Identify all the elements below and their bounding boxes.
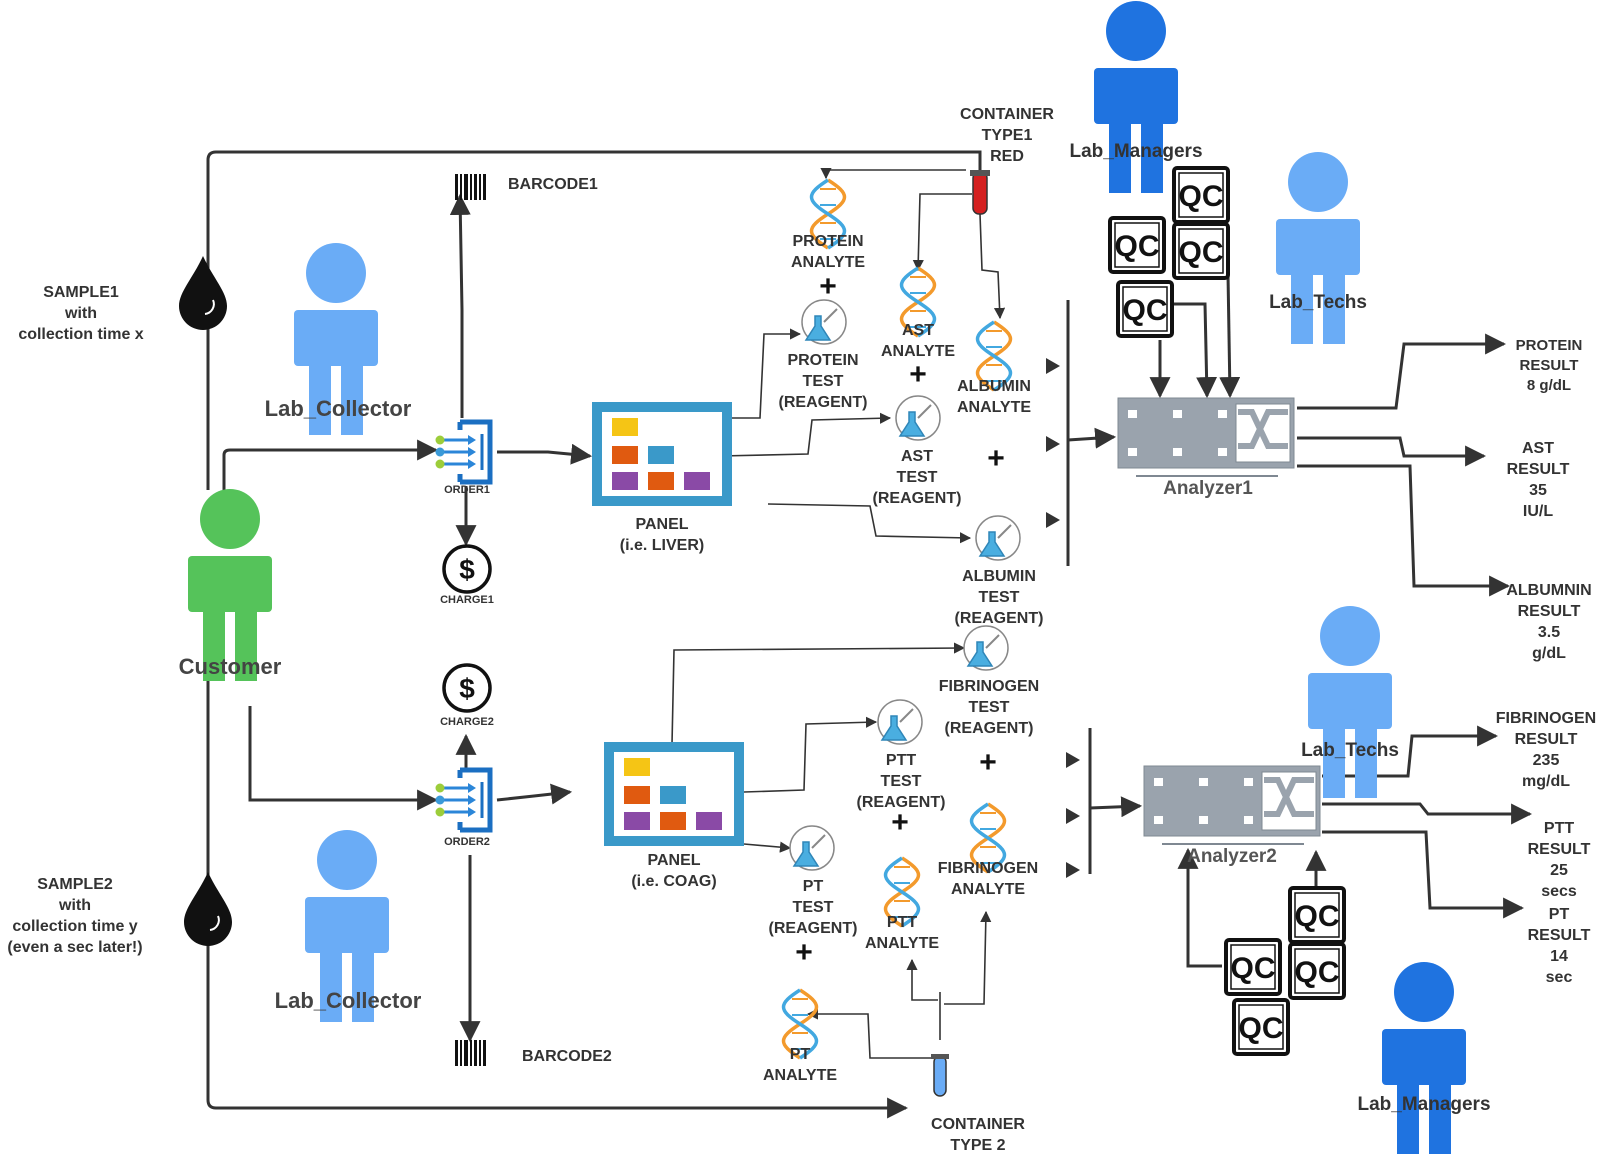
ptt-result-label: PTT RESULT 25 secs (1527, 820, 1591, 900)
albumin-test-label: ALBUMIN TEST (REAGENT) (954, 568, 1044, 627)
lab-techs-bottom-label: Lab_Techs (1301, 740, 1399, 761)
barcode1-label: BARCODE1 (508, 176, 598, 193)
blood-drop-icon-sample2 (183, 871, 233, 947)
plus-sign: + (795, 936, 813, 969)
qc-label: QC (1295, 900, 1340, 933)
pt-analyte-label: PT ANALYTE (762, 1046, 838, 1084)
analyzer1-label: Analyzer1 (1163, 478, 1253, 499)
plus-sign: + (909, 358, 927, 391)
container-type2-label: CONTAINER TYPE 2 (931, 1116, 1025, 1154)
pt-result-label: PT RESULT 14 sec (1527, 906, 1591, 986)
order2-icon (436, 770, 491, 830)
ast-result-label: AST RESULT 35 IU/L (1506, 440, 1570, 520)
plus-sign: + (987, 442, 1005, 475)
connector-lines (206, 150, 1533, 1119)
sample1-label: SAMPLE1 with collection time x (18, 284, 144, 343)
blood-drop-icon-sample1 (178, 255, 228, 331)
qc-label: QC (1179, 236, 1224, 269)
fibrinogen-test-label: FIBRINOGEN TEST (REAGENT) (938, 678, 1040, 737)
lab-managers-bottom-icon (1382, 962, 1466, 1154)
pt-test-label: PT TEST (REAGENT) (768, 878, 858, 937)
qc-label: QC (1123, 294, 1168, 327)
charge2-label: CHARGE2 (440, 716, 494, 728)
albumin-analyte-label: ALBUMIN ANALYTE (956, 378, 1032, 416)
barcode2-icon (455, 1040, 486, 1066)
order2-label: ORDER2 (444, 836, 490, 848)
protein-result-label: PROTEIN RESULT 8 g/dL (1515, 337, 1583, 394)
lab-managers-top-label: Lab_Managers (1069, 141, 1203, 162)
ast-test-label: AST TEST (REAGENT) (872, 448, 962, 507)
plus-sign: + (819, 270, 837, 303)
lab-managers-top-icon (1094, 1, 1178, 193)
protein-test-label: PROTEIN TEST (REAGENT) (778, 352, 868, 411)
lab-collector-top-label: Lab_Collector (264, 396, 412, 421)
order1-label: ORDER1 (444, 484, 490, 496)
fibrinogen-test-reagent-icon (963, 625, 1009, 671)
lab-techs-bottom-icon (1308, 606, 1392, 798)
albumin-result-label: ALBUMNIN RESULT 3.5 g/dL (1506, 582, 1592, 662)
protein-analyte-label: PROTEIN ANALYTE (790, 233, 866, 271)
panel-coag-icon (604, 742, 744, 846)
container-type1-label: CONTAINER TYPE1 RED (960, 106, 1054, 165)
charge1-icon (442, 544, 492, 594)
analyzer2-device (1144, 766, 1320, 844)
plus-sign: + (891, 806, 909, 839)
container-red-icon (970, 170, 990, 215)
barcode2-label: BARCODE2 (522, 1048, 612, 1065)
panel-coag-label: PANEL (i.e. COAG) (631, 852, 717, 890)
ptt-analyte-label: PTT ANALYTE (864, 914, 940, 952)
container-blue-icon (931, 1054, 949, 1097)
customer-label: Customer (178, 654, 282, 679)
lab-collector-bottom-label: Lab_Collector (274, 988, 422, 1013)
protein-test-reagent-icon (801, 299, 847, 345)
qc-label: QC (1295, 956, 1340, 989)
lab-managers-bottom-label: Lab_Managers (1357, 1094, 1491, 1115)
plus-sign: + (979, 746, 997, 779)
fibrinogen-result-label: FIBRINOGEN RESULT 235 mg/dL (1495, 710, 1597, 790)
order1-icon (436, 422, 491, 482)
analyzer1-device (1118, 398, 1294, 476)
qc-label: QC (1231, 952, 1276, 985)
ast-analyte-label: AST ANALYTE (880, 322, 956, 360)
qc-label: QC (1239, 1012, 1284, 1045)
connector-lines-thin (671, 167, 1006, 1059)
customer-person-icon (188, 489, 272, 681)
fibrinogen-analyte-label: FIBRINOGEN ANALYTE (937, 860, 1039, 898)
qc-label: QC (1115, 230, 1160, 263)
analyzer2-label: Analyzer2 (1187, 846, 1277, 867)
pt-test-reagent-icon (789, 825, 835, 871)
feed-triangles (1046, 358, 1080, 878)
panel-liver-icon (592, 402, 732, 506)
sample2-label: SAMPLE2 with collection time y (even a s… (7, 876, 143, 956)
albumin-test-reagent-icon (975, 515, 1021, 561)
charge1-label: CHARGE1 (440, 594, 494, 606)
lab-techs-top-label: Lab_Techs (1269, 292, 1367, 313)
lab-techs-top-icon (1276, 152, 1360, 344)
qc-label: QC (1179, 180, 1224, 213)
panel-liver-label: PANEL (i.e. LIVER) (619, 516, 705, 554)
charge2-icon (442, 663, 492, 713)
ptt-test-label: PTT TEST (REAGENT) (856, 752, 946, 811)
